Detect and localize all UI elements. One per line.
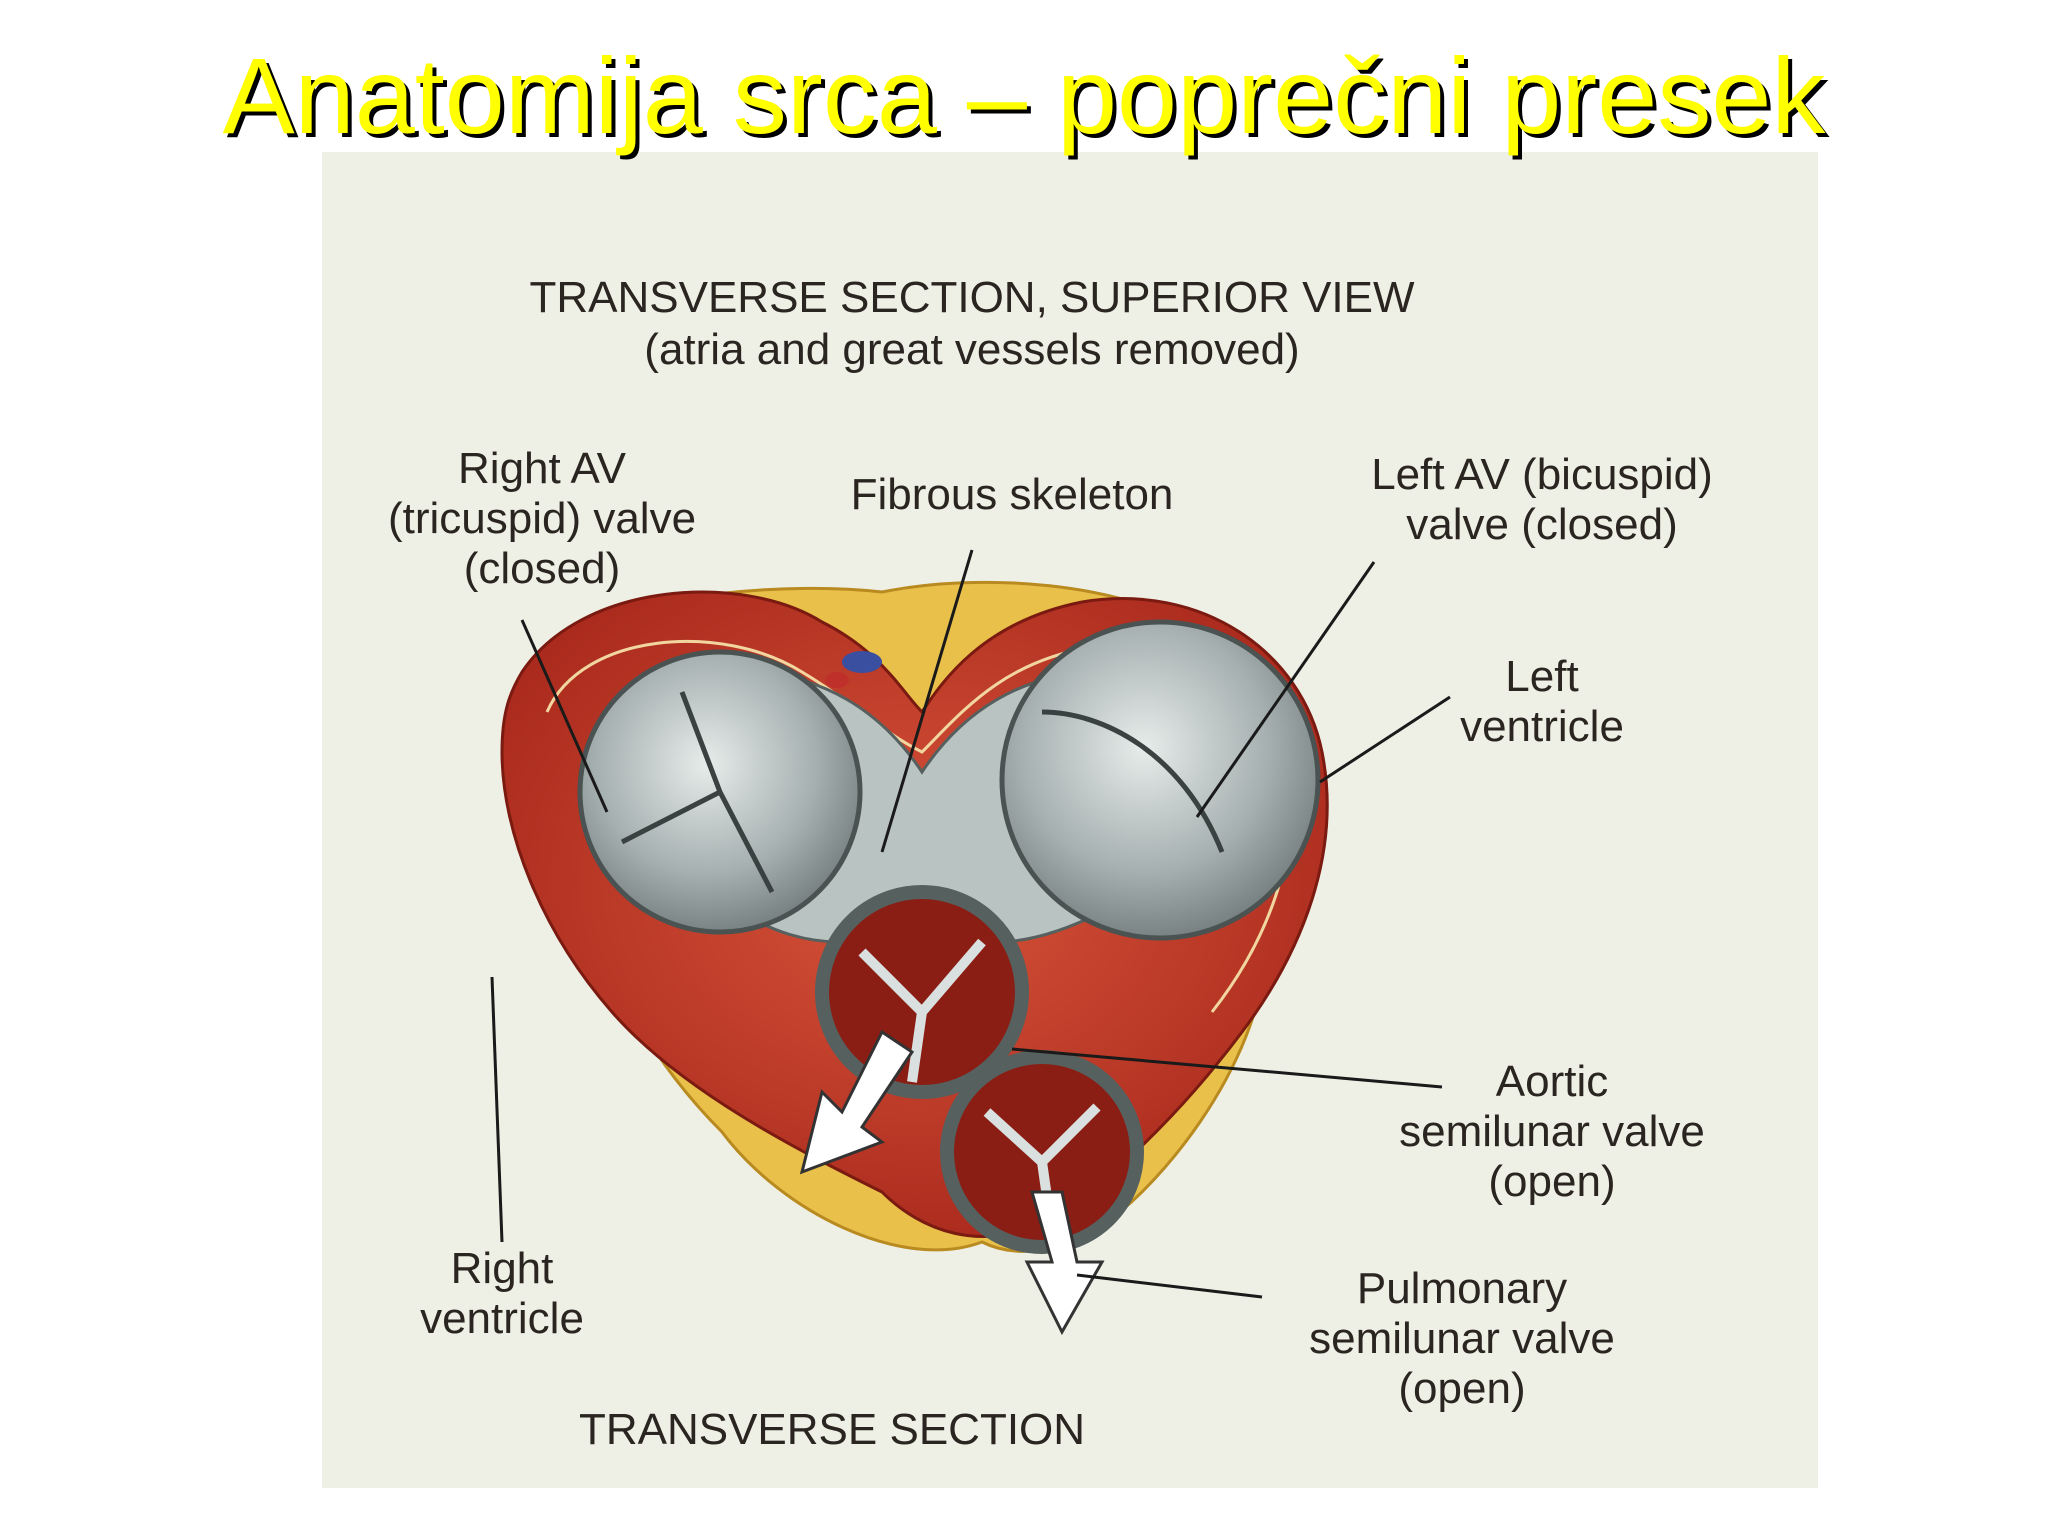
label-aortic-valve: Aortic semilunar valve (open): [1399, 1057, 1705, 1206]
pulmonary-valve: [940, 1050, 1144, 1254]
slide-title: Anatomija srca – poprečni presek: [222, 35, 1826, 156]
heart-cross-section-figure: TRANSVERSE SECTION, SUPERIOR VIEW (atria…: [322, 152, 1818, 1488]
leader-lines: [490, 549, 1451, 1299]
bicuspid-commissure: [1041, 709, 1225, 853]
aortic-flow-arrow: [799, 1029, 915, 1175]
coronary-artery: [825, 672, 849, 688]
label-left-ventricle: Left ventricle: [1460, 652, 1624, 751]
tricuspid-commissures: [620, 691, 775, 894]
figure-footer: TRANSVERSE SECTION: [578, 1405, 1086, 1454]
coronary-vessel: [842, 651, 882, 673]
figure-header-line1: TRANSVERSE SECTION, SUPERIOR VIEW: [529, 273, 1415, 322]
aortic-valve: [815, 885, 1029, 1099]
bicuspid-valve: [999, 619, 1321, 941]
figure-header-line2: (atria and great vessels removed): [644, 325, 1300, 374]
pulmonary-flow-arrow: [1024, 1190, 1105, 1336]
aortic-valve-cusps: [858, 938, 986, 1083]
label-fibrous-skeleton: Fibrous skeleton: [850, 470, 1174, 519]
label-right-ventricle: Right ventricle: [420, 1244, 584, 1343]
heart-illustration: [490, 549, 1451, 1336]
label-left-av-valve: Left AV (bicuspid) valve (closed): [1371, 450, 1713, 549]
label-right-av-valve: Right AV (tricuspid) valve (closed): [387, 444, 697, 593]
label-pulmonary-valve: Pulmonary semilunar valve (open): [1309, 1264, 1615, 1413]
